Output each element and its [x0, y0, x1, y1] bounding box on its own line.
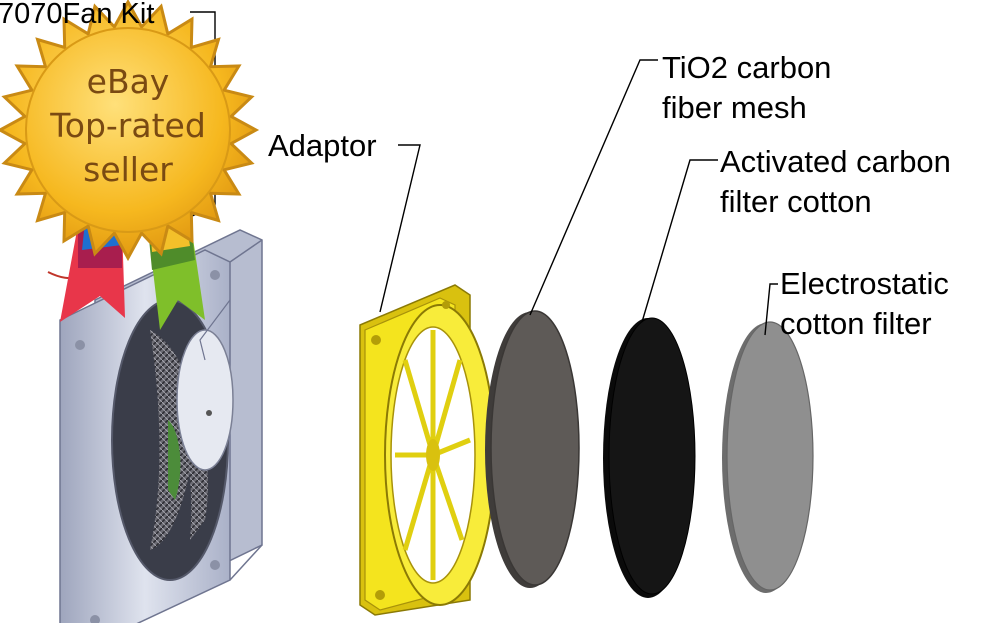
badge-line-3: seller: [83, 150, 173, 189]
leader-lines: [187, 11, 778, 336]
label-tio2-line-2: fiber mesh: [662, 90, 807, 125]
fan-icon: [47, 229, 263, 628]
badge-line-1: eBay: [86, 62, 170, 101]
filter-disc-icon: [485, 310, 814, 598]
adaptor-icon: [359, 284, 496, 616]
label-activated-line-1: Activated carbon: [720, 144, 951, 179]
label-electrostatic-line-1: Electrostatic: [780, 266, 949, 301]
label-tio2-line-1: TiO2 carbon: [662, 50, 832, 85]
badge-line-2: Top-rated: [50, 106, 206, 145]
label-activated-line-2: filter cotton: [720, 184, 872, 219]
label-fan-kit: 7070Fan Kit: [0, 0, 155, 30]
label-adaptor: Adaptor: [268, 128, 377, 163]
label-electrostatic-line-2: cotton filter: [780, 306, 932, 341]
rosette-badge-icon: [0, 0, 260, 262]
